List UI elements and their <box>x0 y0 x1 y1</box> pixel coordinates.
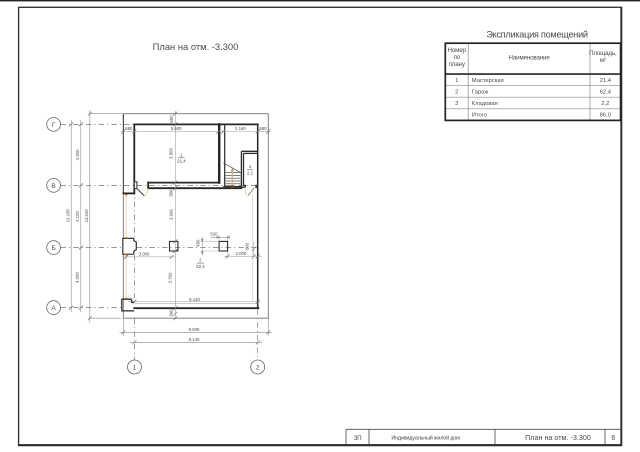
svg-text:3.000: 3.000 <box>139 251 150 256</box>
svg-text:2.160: 2.160 <box>235 126 246 131</box>
svg-text:380: 380 <box>169 309 174 317</box>
svg-text:План на отм. -3.300: План на отм. -3.300 <box>153 41 239 52</box>
svg-text:9.500: 9.500 <box>189 327 200 332</box>
svg-text:4.000: 4.000 <box>75 272 80 283</box>
svg-text:1: 1 <box>180 152 183 157</box>
svg-text:1: 1 <box>455 78 458 84</box>
svg-text:680: 680 <box>125 126 133 131</box>
svg-text:плану: плану <box>449 61 466 68</box>
svg-text:4.000: 4.000 <box>75 149 80 160</box>
svg-text:2.000: 2.000 <box>236 251 247 256</box>
svg-text:Кладовая: Кладовая <box>472 101 498 107</box>
svg-text:Гараж: Гараж <box>472 89 488 95</box>
svg-text:ЗП: ЗП <box>354 435 362 442</box>
svg-text:План на отм. -3.300: План на отм. -3.300 <box>525 433 591 442</box>
svg-text:62,4: 62,4 <box>196 264 205 269</box>
svg-text:3.800: 3.800 <box>169 148 174 159</box>
svg-text:21,4: 21,4 <box>177 159 186 164</box>
svg-text:3.750: 3.750 <box>168 272 173 283</box>
svg-text:680: 680 <box>169 115 174 123</box>
svg-text:В: В <box>51 183 55 190</box>
svg-text:Площадь,: Площадь, <box>589 50 617 57</box>
svg-text:Б: Б <box>51 245 55 252</box>
svg-text:500: 500 <box>245 242 250 250</box>
svg-text:Наименование: Наименование <box>509 54 551 61</box>
svg-text:м²: м² <box>600 57 606 64</box>
svg-text:2: 2 <box>455 89 458 95</box>
svg-text:по: по <box>453 54 460 61</box>
svg-text:3: 3 <box>455 101 458 107</box>
svg-text:Итого: Итого <box>472 113 487 119</box>
svg-text:3.500: 3.500 <box>169 209 174 220</box>
svg-text:2,2: 2,2 <box>601 101 609 107</box>
svg-text:Номер: Номер <box>448 47 467 54</box>
svg-text:2: 2 <box>199 258 202 263</box>
svg-text:А: А <box>51 305 56 312</box>
svg-text:3: 3 <box>249 164 252 169</box>
svg-text:Г: Г <box>52 122 56 129</box>
svg-text:2: 2 <box>256 365 260 372</box>
svg-text:8.140: 8.140 <box>189 297 200 302</box>
svg-text:5.600: 5.600 <box>171 126 182 131</box>
svg-text:12.100: 12.100 <box>65 209 70 223</box>
svg-text:1: 1 <box>133 365 137 372</box>
svg-text:13.440: 13.440 <box>84 209 89 223</box>
svg-text:480: 480 <box>196 239 201 247</box>
svg-text:4.100: 4.100 <box>75 211 80 222</box>
svg-text:8.140: 8.140 <box>189 337 200 342</box>
svg-text:Экспликация помещений: Экспликация помещений <box>486 29 588 39</box>
svg-text:86,0: 86,0 <box>600 113 611 119</box>
svg-text:380: 380 <box>169 189 174 197</box>
svg-text:2,2: 2,2 <box>247 171 254 176</box>
svg-text:62,4: 62,4 <box>600 89 612 95</box>
svg-text:680: 680 <box>259 126 267 131</box>
svg-text:520: 520 <box>210 231 218 236</box>
svg-text:Мастерская: Мастерская <box>472 78 504 84</box>
svg-text:6: 6 <box>611 435 615 442</box>
svg-text:Индивидуальный жилой дом: Индивидуальный жилой дом <box>391 435 460 442</box>
svg-text:21,4: 21,4 <box>600 78 612 84</box>
